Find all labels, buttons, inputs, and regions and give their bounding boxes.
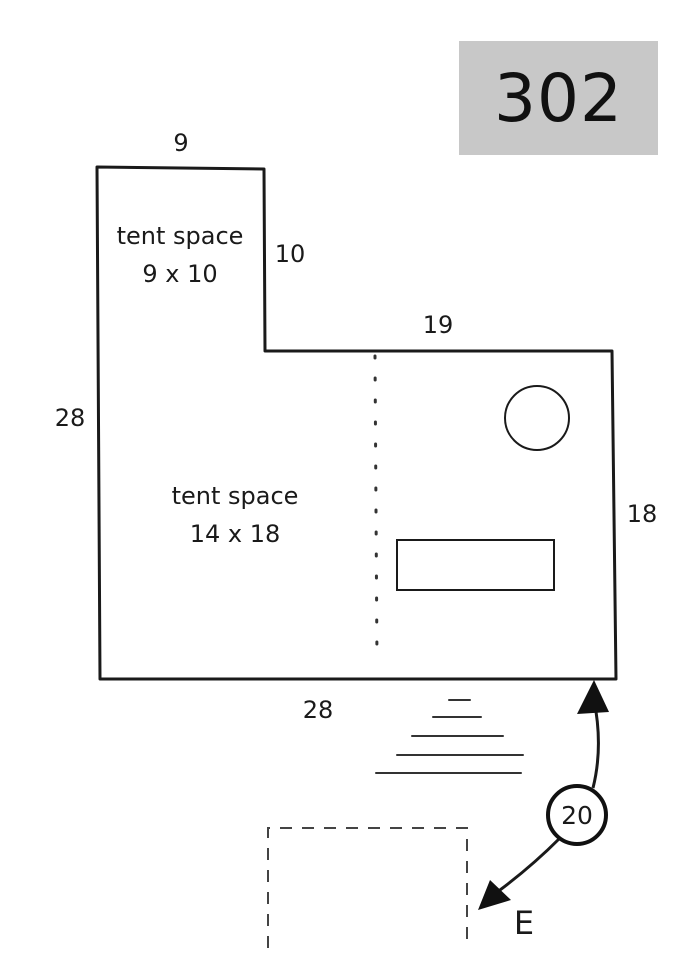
upper-tent-space-title: tent space	[117, 222, 244, 250]
lower-tent-space-title: tent space	[172, 482, 299, 510]
arrow-head-up-icon	[577, 680, 609, 714]
dim-notch-height: 10	[275, 240, 306, 268]
steps	[375, 699, 524, 774]
fire-ring	[504, 385, 570, 451]
dim-right-height: 18	[627, 500, 658, 528]
dim-bottom-width: 28	[303, 696, 334, 724]
dim-upper-right-width: 19	[423, 311, 454, 339]
arrow-head-east-icon	[478, 880, 511, 910]
site-outline	[95, 165, 618, 681]
lower-tent-space-size: 14 x 18	[190, 520, 281, 548]
upper-tent-space-size: 9 x 10	[142, 260, 217, 288]
site-number: 302	[494, 59, 623, 137]
arrow-to-east	[499, 836, 562, 892]
direction-label: E	[514, 904, 534, 942]
picnic-table	[396, 539, 555, 591]
arrow-to-site	[591, 699, 600, 789]
tent-space-divider	[373, 354, 379, 664]
dim-top-width: 9	[173, 129, 188, 157]
parking-area	[267, 827, 468, 948]
dim-left-height: 28	[55, 404, 86, 432]
site-number-badge: 302	[459, 41, 658, 155]
distance-label: 20	[561, 801, 593, 830]
distance-circle	[546, 784, 608, 846]
